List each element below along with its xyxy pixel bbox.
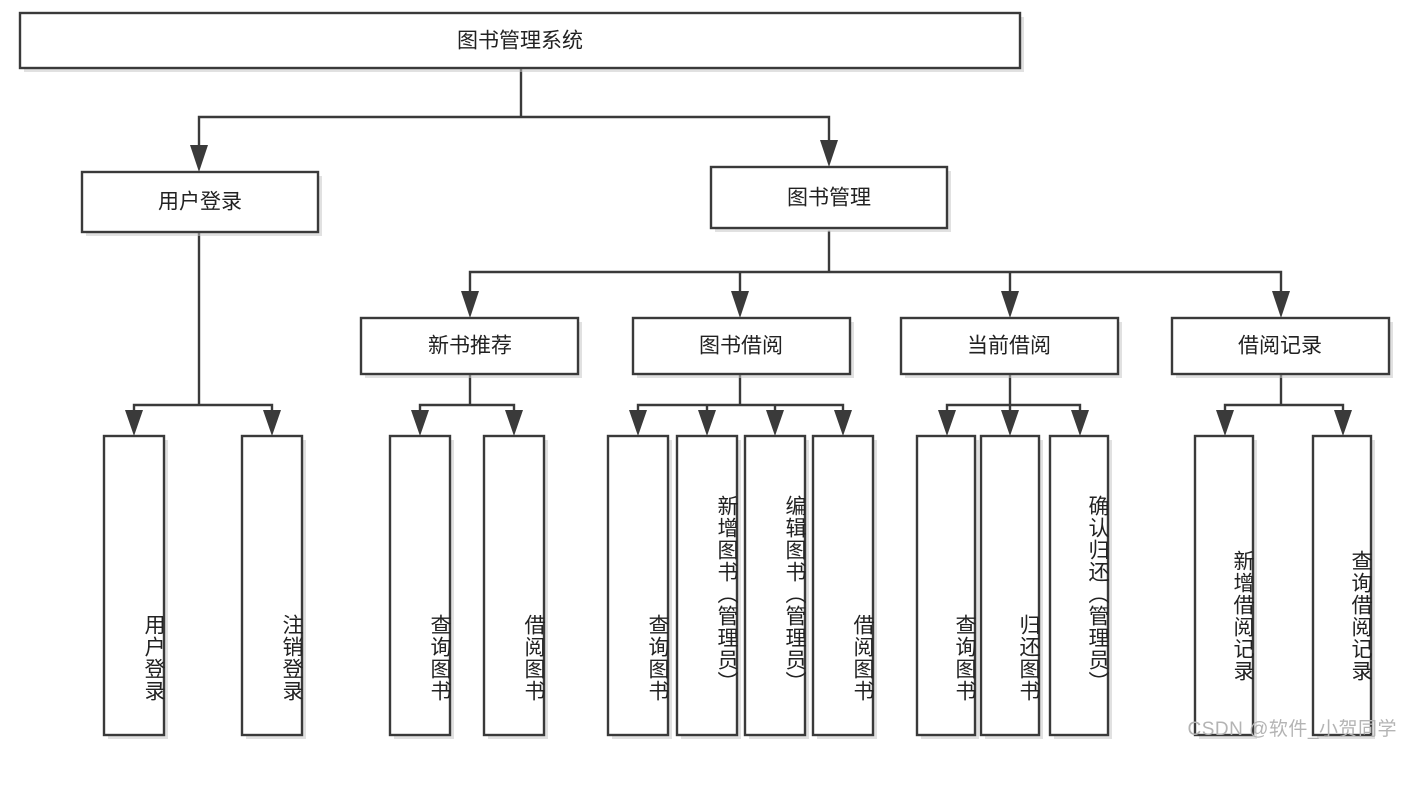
arrowhead-to-book-borrow [731,291,749,318]
leaf-logout[interactable] [240,434,306,739]
node-book-borrow[interactable]: 图书借阅 [631,316,854,378]
leaf-query-book-c[interactable] [915,434,979,739]
node-book-borrow-label: 图书借阅 [699,335,783,358]
leaf-add-book[interactable] [675,434,741,739]
node-current-borrow[interactable]: 当前借阅 [899,316,1122,378]
leaf-node-layer [102,434,1375,739]
arrowhead-to-leaf-logout [263,410,281,436]
leaf-borrow-book-b[interactable] [811,434,877,739]
arrowhead-to-leaf-user-login [125,410,143,436]
diagram-canvas: 图书管理系统 用户登录 图书管理 新书推荐 图书借阅 当前借阅 [18,11,1393,739]
leaf-query-record[interactable] [1311,434,1375,739]
node-root-label: 图书管理系统 [457,30,583,53]
leaf-borrow-book-a[interactable] [482,434,548,739]
arrowhead-to-leaf-add-record [1216,410,1234,436]
arrowhead-to-leaf-query-record [1334,410,1352,436]
node-root[interactable]: 图书管理系统 [18,11,1024,72]
leaf-query-book-b[interactable] [606,434,672,739]
connector-layer [125,66,1352,436]
arrowhead-to-leaf-borrow-book-b [834,410,852,436]
node-book-manage-label: 图书管理 [787,187,871,210]
arrowhead-to-leaf-query-book-b [629,410,647,436]
node-current-borrow-label: 当前借阅 [967,335,1051,358]
edge-new-book-recommend-to-rail [418,372,516,422]
node-new-book-recommend-label: 新书推荐 [428,335,512,358]
edge-borrow-record-to-rail [1223,372,1345,422]
leaf-return-book[interactable] [979,434,1043,739]
arrowhead-to-new-book-recommend [461,291,479,318]
node-borrow-record[interactable]: 借阅记录 [1170,316,1393,378]
arrowhead-to-leaf-confirm-return [1071,410,1089,436]
arrowhead-to-leaf-borrow-book-a [505,410,523,436]
arrowhead-to-leaf-return-book [1001,410,1019,436]
node-user-login[interactable]: 用户登录 [80,170,322,236]
leaf-query-book-a[interactable] [388,434,454,739]
node-new-book-recommend[interactable]: 新书推荐 [359,316,582,378]
node-borrow-record-label: 借阅记录 [1238,335,1322,358]
arrowhead-to-leaf-edit-book [766,410,784,436]
arrowhead-to-user-login [190,145,208,172]
org-chart-diagram: 图书管理系统 用户登录 图书管理 新书推荐 图书借阅 当前借阅 [18,11,1397,740]
edge-book-borrow-to-rail [636,372,845,422]
leaf-add-record[interactable] [1193,434,1257,739]
edge-root-to-rail [197,66,831,157]
arrowhead-to-leaf-add-book [698,410,716,436]
arrowhead-to-book-manage [820,140,838,167]
node-book-manage[interactable]: 图书管理 [709,165,951,232]
leaf-user-login[interactable] [102,434,168,739]
arrowhead-to-current-borrow [1001,291,1019,318]
edge-user-login-to-rail [132,230,274,422]
edge-book-manage-to-rail [468,230,1283,302]
csdn-watermark: CSDN @软件_小贺同学 [1187,719,1397,740]
leaf-confirm-return[interactable] [1048,434,1112,739]
arrowhead-to-leaf-query-book-c [938,410,956,436]
arrowhead-to-borrow-record [1272,291,1290,318]
arrowhead-to-leaf-query-book-a [411,410,429,436]
leaf-edit-book[interactable] [743,434,809,739]
node-user-login-label: 用户登录 [158,191,242,214]
